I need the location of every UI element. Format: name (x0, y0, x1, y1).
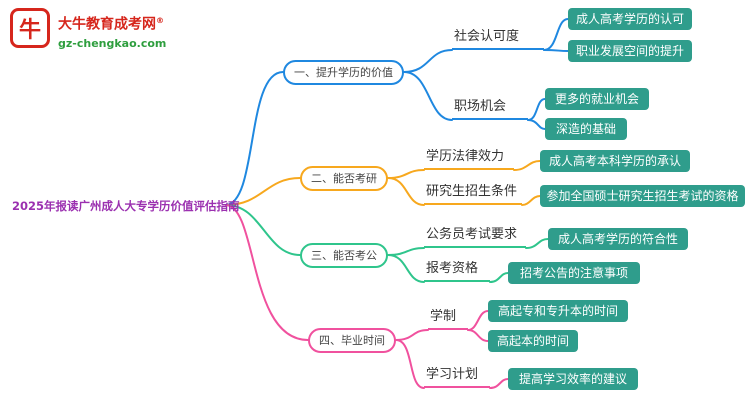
subtopic-study-plan: 学习计划 (424, 367, 490, 388)
leaf-node: 深造的基础 (545, 118, 627, 140)
subtopic-legal-validity: 学历法律效力 (424, 149, 514, 170)
subtopic-schooling-length: 学制 (428, 309, 468, 330)
site-logo: 牛 大牛教育成考网® gz-chengkao.com (10, 8, 166, 51)
subtopic-application-eligibility: 报考资格 (424, 261, 490, 282)
leaf-node: 更多的就业机会 (545, 88, 649, 110)
subtopic-social-recognition: 社会认可度 (452, 29, 544, 50)
leaf-node: 成人高考学历的认可 (568, 8, 692, 30)
leaf-node: 高起本的时间 (488, 330, 578, 352)
branch-4-node: 四、毕业时间 (308, 328, 396, 353)
bull-logo-icon: 牛 (10, 8, 50, 48)
registered-mark: ® (156, 16, 164, 25)
root-topic: 2025年报读广州成人大专学历价值评估指南 (12, 199, 240, 213)
subtopic-postgrad-admission: 研究生招生条件 (424, 184, 522, 205)
leaf-node: 提高学习效率的建议 (508, 368, 638, 390)
logo-subtitle: gz-chengkao.com (58, 36, 167, 50)
branch-2-node: 二、能否考研 (300, 166, 388, 191)
leaf-node: 成人高考学历的符合性 (548, 228, 688, 250)
logo-title: 大牛教育成考网® (58, 16, 164, 33)
svg-text:牛: 牛 (19, 17, 41, 43)
leaf-node: 参加全国硕士研究生招生考试的资格 (540, 185, 745, 207)
leaf-node: 招考公告的注意事项 (508, 262, 640, 284)
branch-1-node: 一、提升学历的价值 (283, 60, 404, 85)
leaf-node: 高起专和专升本的时间 (488, 300, 628, 322)
subtopic-civil-service-requirements: 公务员考试要求 (424, 227, 526, 248)
branch-3-node: 三、能否考公 (300, 243, 388, 268)
subtopic-career-opportunity: 职场机会 (452, 99, 528, 120)
leaf-node: 成人高考本科学历的承认 (540, 150, 690, 172)
leaf-node: 职业发展空间的提升 (568, 40, 692, 62)
